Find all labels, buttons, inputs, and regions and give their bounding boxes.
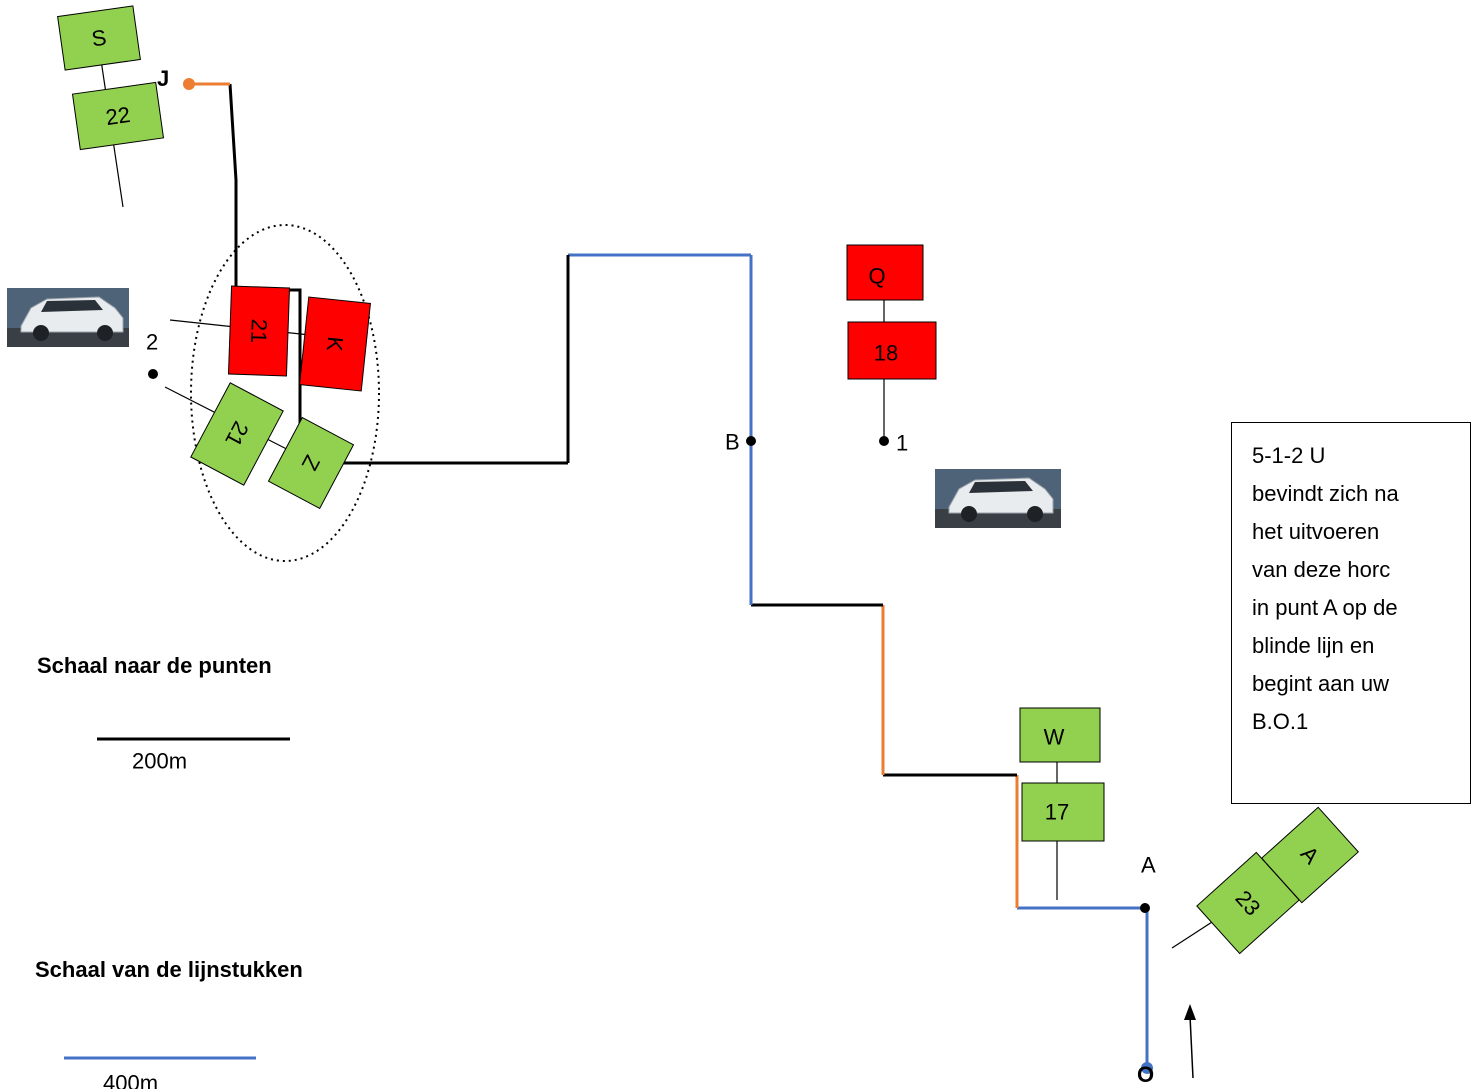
sign-z: Z bbox=[267, 416, 355, 510]
sign-q: Q bbox=[846, 244, 924, 301]
point-j-label: J bbox=[157, 66, 169, 91]
highlight-ellipse bbox=[190, 224, 380, 562]
point-b-label: B bbox=[725, 430, 740, 455]
sign-s: S bbox=[57, 5, 141, 71]
instruction-line: 5-1-2 U bbox=[1252, 443, 1326, 468]
scale-segments-title: Schaal van de lijnstukken bbox=[35, 957, 303, 982]
car-photo-icon bbox=[7, 288, 129, 347]
point-2-label: 2 bbox=[146, 330, 158, 355]
sign-17: 17 bbox=[1021, 782, 1105, 842]
sign-red-21: 21 bbox=[227, 285, 291, 377]
scale-points-title: Schaal naar de punten bbox=[37, 653, 272, 678]
sign-green-21: 21 bbox=[190, 382, 284, 486]
route-start-point-o bbox=[1141, 1062, 1153, 1074]
instruction-line: B.O.1 bbox=[1252, 709, 1309, 734]
sign-w: W bbox=[1019, 707, 1101, 763]
sign-23: 23 bbox=[1196, 851, 1300, 955]
instruction-line: blinde lijn en bbox=[1252, 633, 1375, 658]
point-2-marker bbox=[148, 369, 158, 379]
point-o-label: O bbox=[1137, 1062, 1154, 1087]
instruction-line: bevindt zich na bbox=[1252, 481, 1399, 506]
car-photo-icon bbox=[935, 469, 1061, 528]
instruction-line: het uitvoeren bbox=[1252, 519, 1380, 544]
route-end-point-j bbox=[183, 78, 195, 90]
point-1-label: 1 bbox=[896, 431, 908, 456]
sign-red-21-label: 21 bbox=[246, 318, 272, 343]
sign-18: 18 bbox=[847, 321, 937, 380]
sign-s-label: S bbox=[90, 25, 108, 52]
instruction-line: begint aan uw bbox=[1252, 671, 1389, 696]
point-a-marker bbox=[1140, 903, 1150, 913]
point-b-marker bbox=[746, 436, 756, 446]
sign-18-label: 18 bbox=[874, 341, 898, 366]
sign-q-label: Q bbox=[868, 264, 885, 289]
sign-w-label: W bbox=[1044, 725, 1065, 750]
sign-k: K bbox=[299, 296, 371, 392]
route bbox=[190, 82, 1149, 1068]
arrow-up-icon bbox=[1184, 1004, 1196, 1079]
point-a-label: A bbox=[1141, 853, 1156, 878]
sign-17-label: 17 bbox=[1045, 800, 1069, 825]
sign-22: 22 bbox=[71, 81, 165, 151]
sign-k-label: K bbox=[322, 335, 348, 353]
instruction-line: van deze horc bbox=[1252, 557, 1391, 582]
instruction-line: in punt A op de bbox=[1252, 595, 1398, 620]
scale-segments-value: 400m bbox=[103, 1071, 158, 1089]
sign-a: A bbox=[1260, 806, 1360, 904]
scale-points-value: 200m bbox=[132, 749, 187, 774]
sign-22-label: 22 bbox=[104, 102, 132, 130]
point-1-marker bbox=[879, 436, 889, 446]
instruction-box: 5-1-2 U bevindt zich na het uitvoeren va… bbox=[1231, 422, 1471, 804]
